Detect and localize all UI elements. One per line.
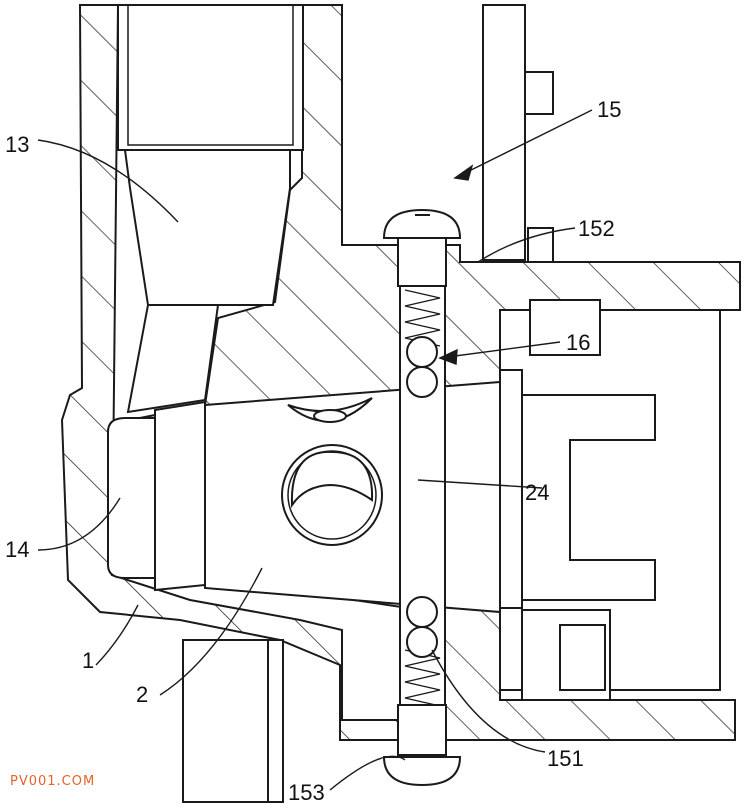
label-15: 15 <box>597 97 621 122</box>
nozzle-13 <box>123 149 291 306</box>
leader-151 <box>431 649 546 753</box>
spring-lower <box>404 649 441 707</box>
core-notch-hole <box>313 409 347 423</box>
arrow-16 <box>438 348 458 365</box>
leader-24 <box>417 479 543 489</box>
top-block-inner <box>127 4 294 146</box>
arrow-15 <box>453 164 474 181</box>
ball-bottom-1 <box>406 596 438 628</box>
ball-top-2 <box>406 366 438 398</box>
screw-153-head <box>382 756 462 787</box>
screw-152-shank <box>397 237 447 287</box>
leader-13 <box>37 139 179 223</box>
flange-rod <box>559 624 606 691</box>
label-2: 2 <box>136 682 148 707</box>
ball-top-1 <box>406 336 438 368</box>
label-152: 152 <box>578 216 615 241</box>
top-block <box>117 4 304 151</box>
plate-15-foot <box>527 227 554 263</box>
flange-plate <box>499 369 523 609</box>
screw-153-shank <box>397 704 447 756</box>
bottom-tab-left <box>182 639 284 803</box>
spring-upper <box>404 289 441 347</box>
label-24: 24 <box>525 480 549 505</box>
ball-bottom-2 <box>406 626 438 658</box>
screw-152-head <box>382 208 462 239</box>
watermark: PV001.COM <box>10 774 96 789</box>
flange-outer <box>529 299 601 356</box>
plate-15-tab <box>524 71 554 115</box>
ring-14 <box>154 400 206 592</box>
plate-15 <box>482 4 526 261</box>
core-notch <box>287 397 373 422</box>
label-1: 1 <box>82 648 94 673</box>
leader-152 <box>477 227 576 263</box>
label-14: 14 <box>5 537 29 562</box>
label-151: 151 <box>547 746 584 771</box>
leader-1 <box>95 604 139 666</box>
label-16: 16 <box>566 330 590 355</box>
plug-14 <box>107 417 159 579</box>
leader-153 <box>329 755 406 791</box>
leader-2 <box>159 567 263 696</box>
flange-step <box>521 394 656 601</box>
label-153: 153 <box>288 780 325 805</box>
bore-inner <box>290 450 374 509</box>
leader-16 <box>439 341 561 359</box>
label-13: 13 <box>5 132 29 157</box>
leader-14 <box>37 497 121 551</box>
channel <box>126 304 220 414</box>
leader-15 <box>454 109 593 179</box>
